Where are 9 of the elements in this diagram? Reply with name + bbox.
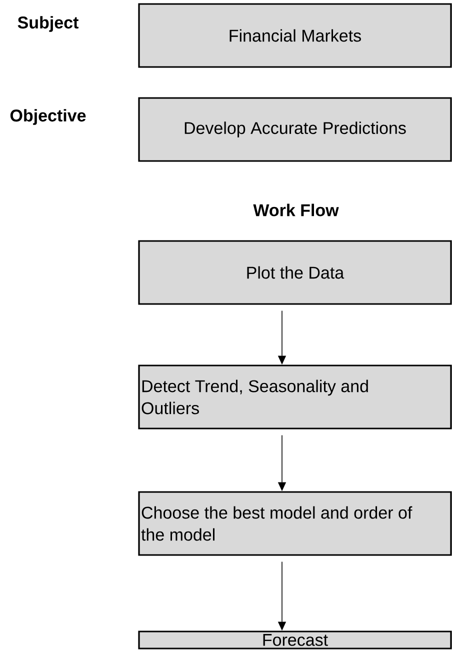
process-box: Financial Markets xyxy=(138,3,452,68)
process-box: Detect Trend, Seasonality and Outliers xyxy=(138,364,452,430)
section-label: Objective xyxy=(10,109,86,125)
section-label: Work Flow xyxy=(253,204,339,216)
process-box: Choose the best model and order of the model xyxy=(138,491,452,556)
process-box: Forecast xyxy=(138,630,452,650)
process-box: Develop Accurate Predictions xyxy=(138,97,452,162)
section-label: Subject xyxy=(18,16,78,32)
process-box: Plot the Data xyxy=(138,240,452,305)
